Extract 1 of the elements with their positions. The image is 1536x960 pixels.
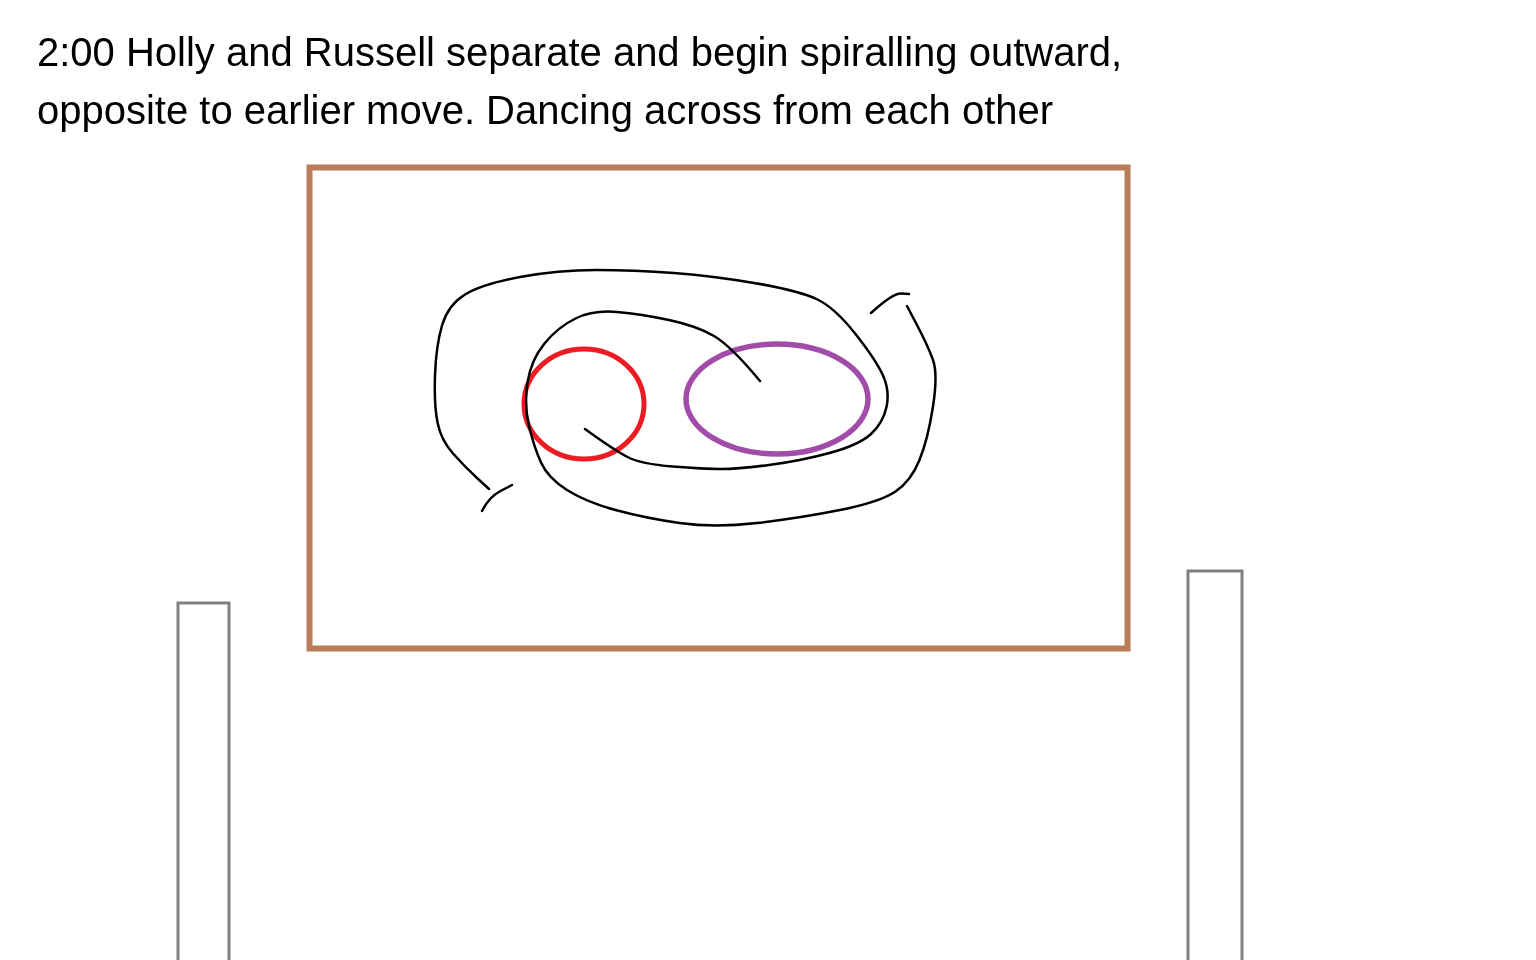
title: 2:00 Holly and Russell separate and begin spiralling outward, opposite to earlier move. Dancing across from each other — [37, 29, 1124, 134]
